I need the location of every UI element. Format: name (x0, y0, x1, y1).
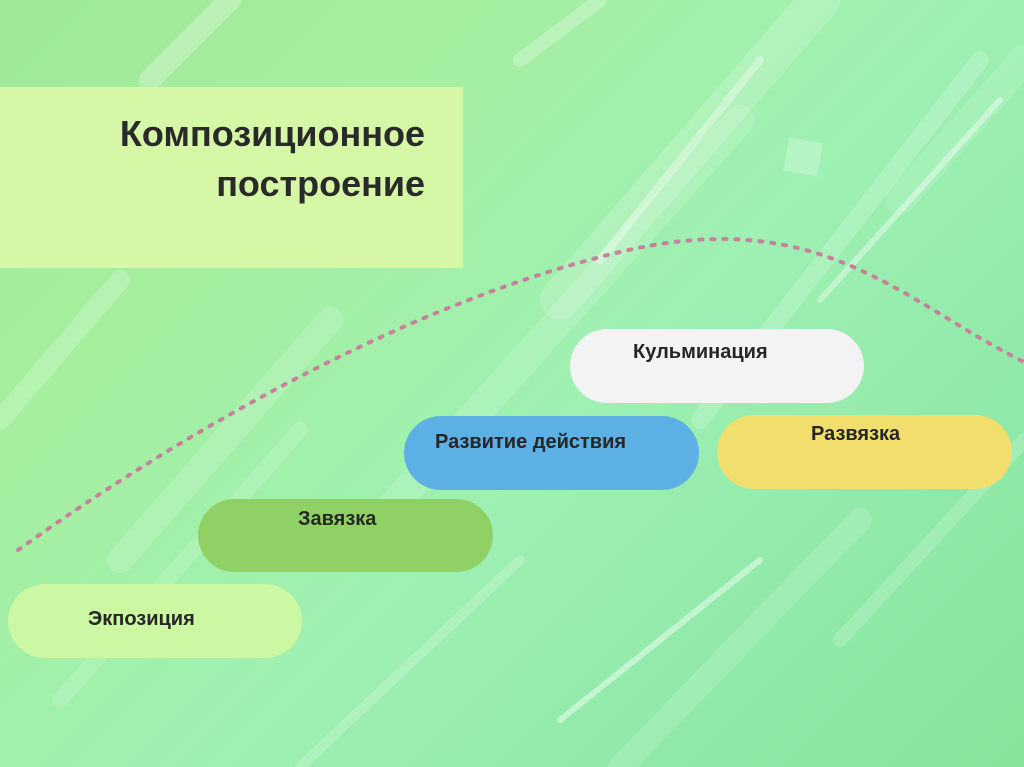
title-line-2: построение (216, 163, 425, 204)
stage-razvyazka: Развязка (717, 415, 1012, 489)
stage-zavyazka: Завязка (198, 499, 493, 572)
stage-kulminaciya-label: Кульминация (633, 341, 768, 363)
page-title: Композиционное построение (5, 109, 425, 209)
stage-exposition-label: Экпозиция (88, 608, 195, 630)
dotted-arc (16, 237, 1024, 552)
title-line-1: Композиционное (119, 113, 425, 154)
stage-exposition: Экпозиция (8, 584, 302, 658)
title-box: Композиционное построение (0, 87, 463, 268)
stage-razvyazka-label: Развязка (811, 423, 901, 445)
stage-razvitie: Развитие действия (404, 416, 699, 490)
stage-kulminaciya: Кульминация (570, 329, 864, 403)
stage-razvitie-label: Развитие действия (435, 431, 627, 453)
stage-zavyazka-label: Завязка (298, 508, 377, 530)
